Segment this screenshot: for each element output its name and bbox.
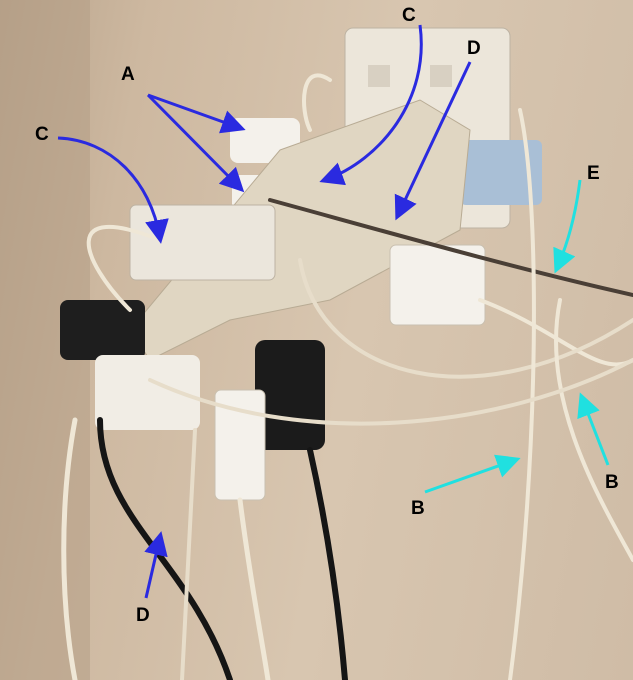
- multi-outlet-adapter: [129, 204, 276, 281]
- arrow-b-bottom: [424, 454, 521, 494]
- annotation-arrows: [57, 24, 610, 599]
- arrow-c-top: [319, 24, 423, 186]
- wall-switch: [368, 65, 390, 87]
- label-b-bottom: B: [411, 498, 425, 519]
- white-charger: [95, 355, 200, 430]
- arrow-a-1: [147, 93, 246, 134]
- arrow-b-right: [577, 392, 610, 466]
- label-a: A: [121, 64, 135, 85]
- label-c-left: C: [35, 124, 49, 145]
- label-b-right: B: [605, 472, 619, 493]
- arrow-d-top: [394, 61, 472, 221]
- arrow-e: [553, 179, 582, 274]
- label-e: E: [587, 163, 600, 184]
- arrow-d-bottom: [144, 531, 168, 599]
- label-d-top: D: [467, 38, 481, 59]
- black-charger: [60, 300, 145, 360]
- cables: [61, 73, 633, 680]
- arrow-a-2: [146, 93, 245, 193]
- label-d-bottom: D: [136, 605, 150, 626]
- white-plug-adapter: [389, 244, 486, 326]
- wall-switch: [430, 65, 452, 87]
- arrow-c-left: [57, 136, 169, 244]
- blue-pattern-charger: [460, 140, 542, 205]
- label-c-top: C: [402, 5, 416, 26]
